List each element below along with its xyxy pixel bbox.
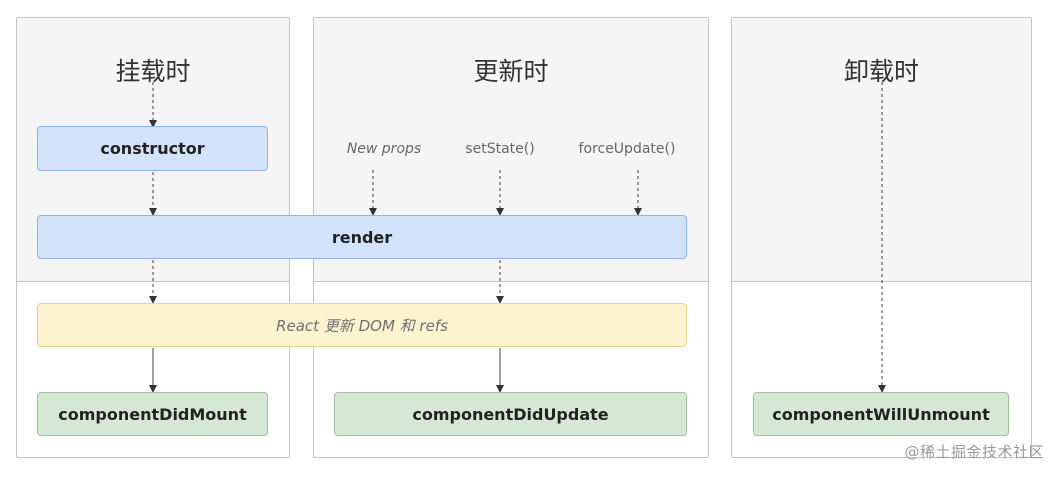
component-did-mount-box: componentDidMount	[37, 392, 268, 436]
update-column-title: 更新时	[473, 57, 549, 86]
unmount-column-title: 卸载时	[843, 57, 919, 86]
component-will-unmount-box: componentWillUnmount	[753, 392, 1009, 436]
trigger-new-props: New props	[346, 141, 422, 157]
trigger-force-update: forceUpdate()	[578, 141, 676, 157]
trigger-set-state: setState()	[465, 141, 535, 157]
constructor-box: constructor	[37, 126, 268, 171]
render-box: render	[37, 215, 687, 259]
mount-column-title: 挂载时	[115, 57, 191, 86]
watermark: @稀土掘金技术社区	[904, 443, 1044, 461]
component-did-update-box: componentDidUpdate	[334, 392, 687, 436]
react-update-dom-box: React 更新 DOM 和 refs	[37, 303, 687, 347]
